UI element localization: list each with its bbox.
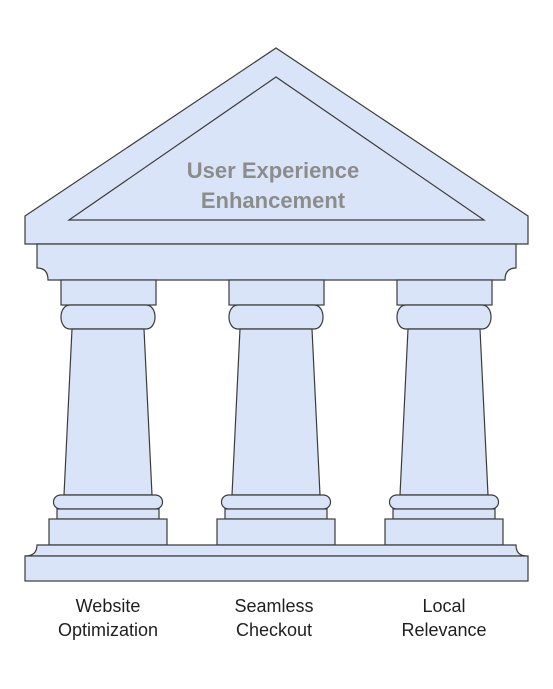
pillar-3 <box>384 279 504 546</box>
pillar-2-label: Seamless Checkout <box>234 596 314 640</box>
foundation-lower-step <box>24 555 529 582</box>
pillar-1-lower-ring <box>52 494 164 510</box>
pillar-1-base-lower <box>48 518 168 546</box>
pillar-3-capital <box>396 279 493 306</box>
pillar-2 <box>216 279 336 546</box>
pillar-2-base-upper <box>224 508 328 520</box>
pillar-1-capital <box>60 279 157 306</box>
pillar-3-lower-ring <box>388 494 500 510</box>
entablature <box>36 243 517 281</box>
pillar-2-base-lower <box>216 518 336 546</box>
roof-title-line-2: Enhancement <box>201 188 346 213</box>
pillar-1-label: Website Optimization <box>57 596 159 640</box>
pillar-1-base-upper <box>56 508 160 520</box>
pillar-2-upper-ring <box>228 304 324 330</box>
roof: User Experience Enhancement <box>24 47 529 245</box>
pillar-3-base-lower <box>384 518 504 546</box>
foundation-upper-step <box>24 544 528 557</box>
pillar-1 <box>48 279 168 546</box>
pillar-2-lower-ring <box>220 494 332 510</box>
roof-title-line-1: User Experience <box>187 158 359 183</box>
pillar-1-upper-ring <box>60 304 156 330</box>
pillar-3-base-upper <box>392 508 496 520</box>
roof-inner-triangle <box>67 76 486 221</box>
pillar-3-upper-ring <box>396 304 492 330</box>
pillar-2-capital <box>228 279 325 306</box>
pillar-2-shaft <box>231 328 321 496</box>
pillar-3-label: Local Relevance <box>401 596 487 640</box>
pillar-3-shaft <box>399 328 489 496</box>
pillar-1-shaft <box>63 328 153 496</box>
